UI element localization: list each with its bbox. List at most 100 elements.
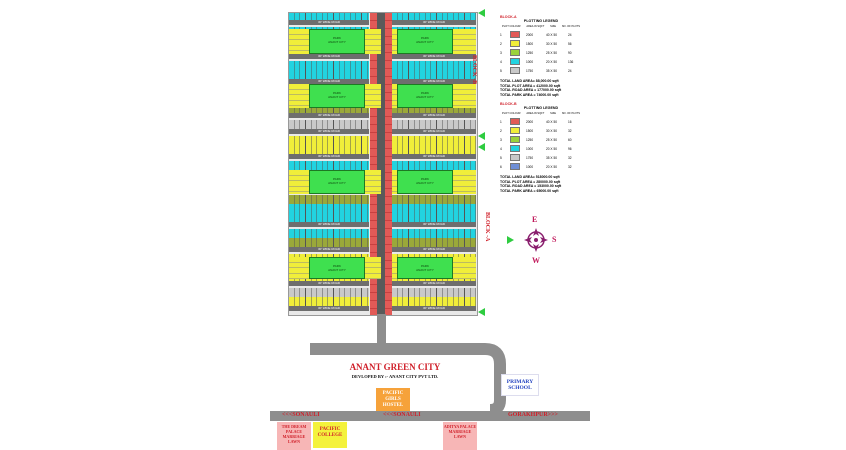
legend-block-a: BLOCK-B PLOTTING LEGEND PLOT COLOUR AREA… <box>500 102 582 193</box>
primary-school: PRIMARY SCHOOL <box>501 374 539 396</box>
legend-swatch <box>510 136 520 143</box>
internal-road: 30' WIDE ROAD <box>289 54 369 59</box>
legend-number: 4 <box>500 59 502 64</box>
plot-row <box>392 145 476 154</box>
legend-row: 4 1000 20 X 50 136 <box>500 57 582 66</box>
legend-number: 6 <box>500 164 502 169</box>
legend-number: 4 <box>500 146 502 151</box>
legend-size: 30 X 50 <box>546 41 557 46</box>
legend-swatch <box>510 127 520 134</box>
plot-row <box>289 61 369 70</box>
legend-area: 2000 <box>526 32 534 37</box>
plot-band <box>289 257 309 279</box>
legend-number: 1 <box>500 32 502 37</box>
legend-swatch <box>510 163 520 170</box>
legend-size: 40 X 50 <box>546 119 557 124</box>
legend-number: 5 <box>500 68 502 73</box>
legend-header-cell: PLOT COLOUR <box>502 112 521 115</box>
plot-band <box>289 84 309 108</box>
internal-road: 30' WIDE ROAD <box>289 306 369 311</box>
plot-row <box>392 213 476 222</box>
girls-hostel: PACIFIC GIRLS HOSTEL <box>376 388 410 412</box>
arrow-marker <box>478 143 485 151</box>
legend-total: TOTAL PARK AREA = 65000.00 sqft <box>500 188 559 193</box>
arrow-marker <box>478 132 485 140</box>
legend-plots: 60 <box>568 137 572 142</box>
legend-block-b: BLOCK-A PLOTTING LEGEND PLOT COLOUR AREA… <box>500 15 582 97</box>
legend-header-cell: NO. OF PLOTS <box>561 25 580 28</box>
legend-area: 1500 <box>526 128 534 133</box>
internal-road: 30' WIDE ROAD <box>392 20 476 25</box>
park-title: PARK <box>421 264 429 268</box>
legend-plots: 32 <box>568 155 572 160</box>
developer-text: DEVLOPED BY :- ANANT CITY PVT LTD. <box>351 374 439 379</box>
park-subtitle: ANANT CITY <box>416 268 434 272</box>
legend-swatch <box>510 58 520 65</box>
park-title: PARK <box>333 264 341 268</box>
legend-total: TOTAL PLOT AREA = 280000.00 sqft <box>500 179 561 184</box>
plot-row <box>289 213 369 222</box>
legend-block-name: BLOCK-B <box>500 102 517 106</box>
legend-size: 35 X 50 <box>546 155 557 160</box>
legend-row: 5 1750 35 X 50 32 <box>500 153 582 162</box>
internal-road: 30' WIDE ROAD <box>392 54 476 59</box>
legend-area: 1750 <box>526 155 534 160</box>
access-road <box>310 343 506 416</box>
legend-plots: 90 <box>568 50 572 55</box>
aditya-palace: ADITYA PALACE MARRIAGE LAWN <box>443 422 477 450</box>
legend-header-cell: NO. OF PLOTS <box>561 112 580 115</box>
legend-size: 25 X 50 <box>546 50 557 55</box>
plot-row <box>289 288 369 297</box>
arrow-marker <box>478 9 485 17</box>
legend-swatch <box>510 49 520 56</box>
internal-road: 30' WIDE ROAD <box>289 113 369 118</box>
legend-area: 1500 <box>526 41 534 46</box>
legend-swatch <box>510 145 520 152</box>
internal-road: 30' WIDE ROAD <box>392 306 476 311</box>
plot-row <box>392 61 476 70</box>
compass: E S W <box>515 215 565 265</box>
plot-row <box>289 229 369 238</box>
entry-road <box>377 314 386 348</box>
internal-road: 30' WIDE ROAD <box>289 247 369 252</box>
plot-row <box>289 104 369 113</box>
legend-title: PLOTTING LEGEND <box>523 106 559 110</box>
legend-number: 1 <box>500 119 502 124</box>
legend-area: 1000 <box>526 164 534 169</box>
plot-band <box>453 29 476 54</box>
legend-total: TOTAL LAND AREA= 518000.00 sqft <box>500 175 560 179</box>
plot-band <box>365 257 381 279</box>
park-subtitle: ANANT CITY <box>416 181 434 185</box>
internal-road: 30' WIDE ROAD <box>392 79 476 84</box>
legend-header-cell: PLOT COLOUR <box>502 25 521 28</box>
highway-label-left: <<<SONAULI <box>282 412 320 418</box>
park-subtitle: ANANT CITY <box>328 40 346 44</box>
legend-swatch <box>510 31 520 38</box>
legend-area: 1000 <box>526 59 534 64</box>
central-red-plots-right <box>385 13 392 315</box>
plot-row <box>392 13 476 22</box>
internal-road: 30' WIDE ROAD <box>392 222 476 227</box>
legend-number: 2 <box>500 128 502 133</box>
plot-band <box>392 170 397 194</box>
park-title: PARK <box>333 91 341 95</box>
legend-number: 5 <box>500 155 502 160</box>
park-subtitle: ANANT CITY <box>328 181 346 185</box>
block-b-label: BLOCK -B <box>471 55 477 85</box>
plot-row <box>289 238 369 247</box>
legend-number: 2 <box>500 41 502 46</box>
park-subtitle: ANANT CITY <box>328 268 346 272</box>
legend-swatch <box>510 67 520 74</box>
legend-plots: 136 <box>568 59 574 64</box>
legend-size: 35 X 50 <box>546 68 557 73</box>
legend-title: PLOTTING LEGEND <box>523 19 559 23</box>
legend-size: 20 X 50 <box>546 59 557 64</box>
